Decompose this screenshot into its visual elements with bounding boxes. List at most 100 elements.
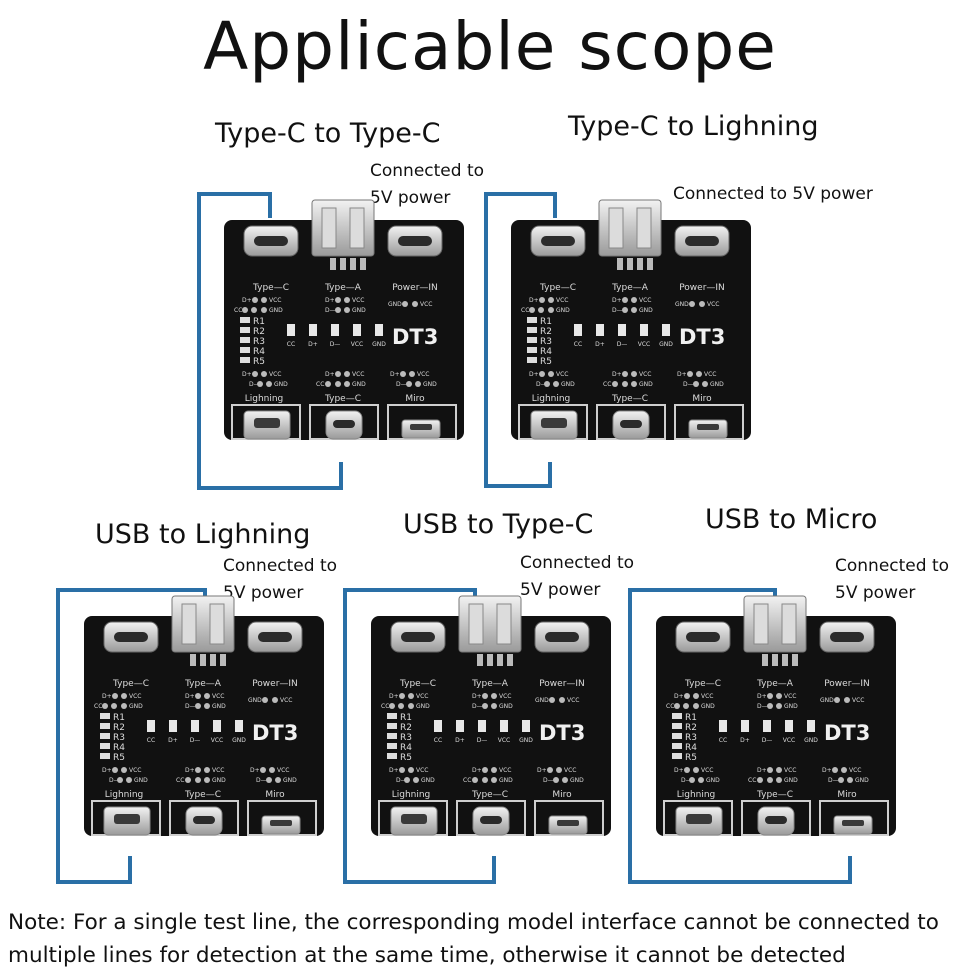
svg-text:CC: CC <box>147 737 155 744</box>
connected-line-3b: 5V power <box>223 583 304 603</box>
svg-text:GND: GND <box>675 301 689 308</box>
test-cable-2 <box>484 192 557 488</box>
svg-text:GND: GND <box>274 381 288 388</box>
svg-text:GND: GND <box>706 777 720 784</box>
svg-text:D—: D— <box>256 777 267 784</box>
power-in-port[interactable] <box>819 621 875 653</box>
svg-text:R5: R5 <box>685 753 697 763</box>
power-in-port[interactable] <box>674 225 730 257</box>
connected-label-3: Connected to 5V power <box>223 553 337 607</box>
label-miro: Miro <box>837 790 857 800</box>
svg-text:R4: R4 <box>685 743 697 753</box>
lightning-port[interactable] <box>530 410 578 440</box>
micro-usb-port[interactable] <box>401 419 441 439</box>
note-text: Note: For a single test line, the corres… <box>8 910 939 968</box>
svg-text:R4: R4 <box>400 743 412 753</box>
type-c-port-bottom[interactable] <box>612 410 650 440</box>
type-c-port-top[interactable] <box>390 621 446 653</box>
svg-text:VCC: VCC <box>783 737 795 744</box>
power-in-port[interactable] <box>387 225 443 257</box>
model-name: DT3 <box>824 721 870 745</box>
svg-text:GND: GND <box>519 737 533 744</box>
svg-text:GND: GND <box>710 381 724 388</box>
type-c-port-bottom[interactable] <box>325 410 363 440</box>
svg-text:GND: GND <box>421 777 435 784</box>
label-type-c-top: Type—C <box>112 679 149 689</box>
dt3-board-svg: Type—C Type—A Power—IN D+ VCC CC GND D+ … <box>371 595 611 836</box>
micro-usb-port[interactable] <box>833 815 873 835</box>
svg-text:R4: R4 <box>253 347 265 357</box>
svg-text:R3: R3 <box>685 733 697 743</box>
svg-text:GND: GND <box>212 703 226 710</box>
svg-text:D+: D+ <box>102 693 112 700</box>
svg-text:GND: GND <box>129 703 143 710</box>
usb-a-port[interactable] <box>598 199 662 270</box>
svg-text:D—: D— <box>396 381 407 388</box>
svg-text:GND: GND <box>499 777 513 784</box>
svg-text:VCC: VCC <box>498 737 510 744</box>
svg-text:VCC: VCC <box>277 767 289 774</box>
svg-text:D—: D— <box>185 703 196 710</box>
dt3-board-2: Type—C Type—A Power—IN D+ VCC CC GND D+ … <box>509 198 753 442</box>
case-title-1: Type-C to Type-C <box>215 118 441 149</box>
dt3-board-1: Type—C Type—A Power—IN D+ VCC CC GND D+ … <box>222 198 466 442</box>
svg-text:D+: D+ <box>740 737 750 744</box>
svg-text:D+: D+ <box>822 767 832 774</box>
type-c-port-top[interactable] <box>103 621 159 653</box>
type-c-port-top[interactable] <box>530 225 586 257</box>
usb-a-port[interactable] <box>311 199 375 270</box>
type-c-port-bottom[interactable] <box>472 806 510 836</box>
svg-text:D+: D+ <box>674 693 684 700</box>
test-cable-3 <box>56 588 207 884</box>
connected-line-1b: 5V power <box>370 188 451 208</box>
lightning-port[interactable] <box>103 806 151 836</box>
label-power-in: Power—IN <box>539 679 585 689</box>
svg-text:D+: D+ <box>757 693 767 700</box>
svg-text:GND: GND <box>283 777 297 784</box>
svg-text:D—: D— <box>472 703 483 710</box>
lightning-port[interactable] <box>243 410 291 440</box>
pcb-body <box>656 616 896 836</box>
usb-a-port[interactable] <box>458 595 522 666</box>
lightning-port[interactable] <box>390 806 438 836</box>
svg-text:D+: D+ <box>168 737 178 744</box>
label-lighning: Lighning <box>532 394 571 404</box>
usb-a-port[interactable] <box>743 595 807 666</box>
svg-text:GND: GND <box>855 777 869 784</box>
case-title-3: USB to Lighning <box>95 519 311 550</box>
power-in-port[interactable] <box>247 621 303 653</box>
micro-usb-port[interactable] <box>688 419 728 439</box>
svg-text:CC: CC <box>381 703 389 710</box>
label-type-c-top: Type—C <box>684 679 721 689</box>
svg-text:D—: D— <box>762 737 773 744</box>
label-power-in: Power—IN <box>679 283 725 293</box>
micro-usb-port[interactable] <box>548 815 588 835</box>
type-c-port-bottom[interactable] <box>757 806 795 836</box>
usb-a-port[interactable] <box>171 595 235 666</box>
label-power-in: Power—IN <box>252 679 298 689</box>
svg-text:GND: GND <box>372 341 386 348</box>
lightning-port[interactable] <box>675 806 723 836</box>
svg-text:VCC: VCC <box>556 297 568 304</box>
svg-text:VCC: VCC <box>351 341 363 348</box>
svg-text:R3: R3 <box>113 733 125 743</box>
dt3-board-svg: Type—C Type—A Power—IN D+ VCC CC GND D+ … <box>224 199 464 440</box>
svg-text:GND: GND <box>352 381 366 388</box>
type-c-port-top[interactable] <box>243 225 299 257</box>
label-type-a: Type—A <box>184 679 222 689</box>
svg-text:D—: D— <box>109 777 120 784</box>
type-c-port-bottom[interactable] <box>185 806 223 836</box>
micro-usb-port[interactable] <box>261 815 301 835</box>
svg-text:GND: GND <box>416 703 430 710</box>
svg-text:VCC: VCC <box>784 693 796 700</box>
svg-text:VCC: VCC <box>269 297 281 304</box>
svg-text:VCC: VCC <box>417 371 429 378</box>
type-c-port-top[interactable] <box>675 621 731 653</box>
svg-text:R5: R5 <box>253 357 265 367</box>
svg-text:VCC: VCC <box>707 301 719 308</box>
svg-text:VCC: VCC <box>212 767 224 774</box>
svg-text:VCC: VCC <box>280 697 292 704</box>
label-power-in: Power—IN <box>392 283 438 293</box>
power-in-port[interactable] <box>534 621 590 653</box>
pcb-body <box>371 616 611 836</box>
